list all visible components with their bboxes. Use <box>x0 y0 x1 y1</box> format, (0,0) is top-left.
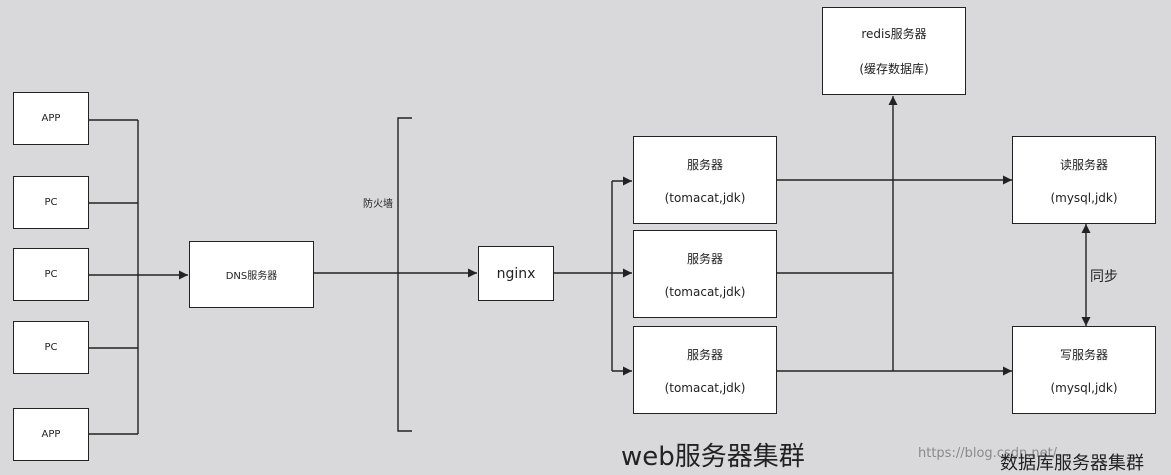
db-read-sub: (mysql,jdk) <box>1050 190 1118 205</box>
client-pc-2: PC <box>13 248 89 301</box>
db-write-server: 写服务器 (mysql,jdk) <box>1012 326 1156 414</box>
nginx-label: nginx <box>496 265 536 282</box>
db-cluster-label: 数据库服务器集群 <box>1000 453 1144 474</box>
web-server-title: 服务器 <box>686 157 723 172</box>
db-write-sub: (mysql,jdk) <box>1050 380 1118 395</box>
client-label: APP <box>41 113 61 124</box>
redis-sub: (缓存数据库) <box>859 62 929 76</box>
web-cluster-label: web服务器集群 <box>621 442 805 472</box>
nginx-server: nginx <box>478 246 554 301</box>
web-server-sub: (tomacat,jdk) <box>664 190 746 205</box>
firewall-bracket <box>397 117 412 432</box>
dns-server: DNS服务器 <box>189 241 314 308</box>
firewall-label: 防火墙 <box>363 199 393 210</box>
redis-title: redis服务器 <box>861 27 927 41</box>
db-write-title: 写服务器 <box>1059 347 1108 362</box>
web-server-1: 服务器 (tomacat,jdk) <box>633 136 777 224</box>
watermark: https://blog.csdn.net/... <box>918 446 1068 461</box>
web-server-title: 服务器 <box>686 251 723 266</box>
web-server-sub: (tomacat,jdk) <box>664 284 746 299</box>
client-app-top: APP <box>13 92 89 145</box>
web-server-title: 服务器 <box>686 347 723 362</box>
db-read-title: 读服务器 <box>1059 157 1108 172</box>
client-app-bottom: APP <box>13 408 89 461</box>
db-read-server: 读服务器 (mysql,jdk) <box>1012 136 1156 224</box>
client-label: APP <box>41 429 61 440</box>
web-server-2: 服务器 (tomacat,jdk) <box>633 230 777 318</box>
client-pc-1: PC <box>13 176 89 229</box>
client-label: PC <box>44 342 58 353</box>
client-pc-3: PC <box>13 321 89 374</box>
redis-server: redis服务器 (缓存数据库) <box>822 7 966 95</box>
dns-label: DNS服务器 <box>225 271 278 282</box>
web-server-sub: (tomacat,jdk) <box>664 380 746 395</box>
client-label: PC <box>44 197 58 208</box>
client-label: PC <box>44 269 58 280</box>
web-server-3: 服务器 (tomacat,jdk) <box>633 326 777 414</box>
sync-label: 同步 <box>1090 269 1118 285</box>
